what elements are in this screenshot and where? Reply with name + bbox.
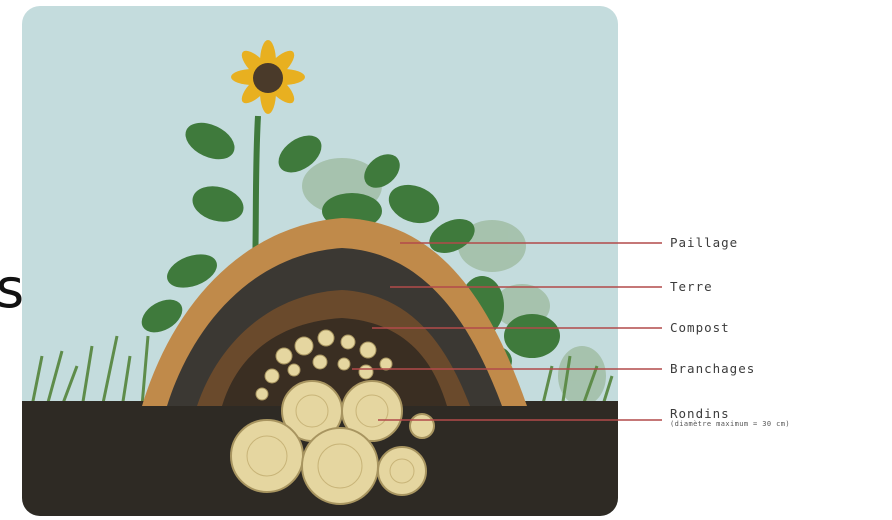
label-paillage: Paillage <box>670 235 738 250</box>
label-branchages: Branchages <box>670 361 755 376</box>
label-rondins: Rondins <box>670 406 730 421</box>
label-compost: Compost <box>670 320 730 335</box>
label-terre: Terre <box>670 279 713 294</box>
label-rondins-note: (diamètre maximum = 30 cm) <box>670 420 790 428</box>
